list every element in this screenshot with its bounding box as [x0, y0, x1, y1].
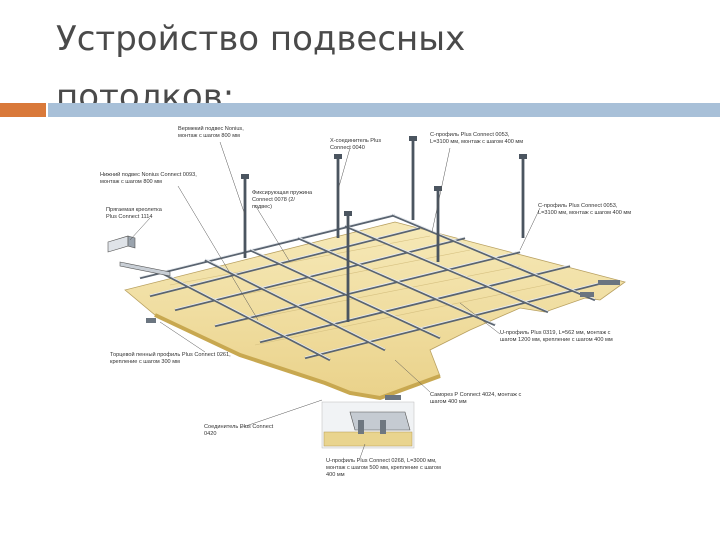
title-line-1: Устройство подвесных — [56, 19, 466, 59]
label-connector-2: 0420 — [204, 431, 216, 437]
label-connector: Соединитель Plus Connect — [204, 424, 274, 430]
label-upper-hanger-2: монтаж с шагом 800 мм — [178, 133, 240, 139]
label-u-profile-right: U-профиль Plus 0319, L=562 мм, монтаж с — [500, 330, 611, 336]
label-c-profile-right-2: L=3100 мм, монтаж с шагом 400 мм — [538, 210, 631, 216]
accent-bar-blue — [48, 103, 720, 117]
label-u-profile-bottom: U-профиль Plus Connect 0268, L=3000 мм, — [326, 458, 437, 464]
label-edge-profile: Торцевой пенный профиль Plus Connect 026… — [110, 351, 231, 358]
label-spring: Фиксирующая пружина — [252, 190, 313, 196]
label-bracket: Прягаемая креолетка — [106, 207, 163, 213]
leader-lines — [129, 141, 541, 459]
label-x-connector: X-соединитель Plus — [330, 138, 381, 144]
bracket-component — [107, 235, 171, 277]
label-u-profile-right-2: шагом 1200 мм, крепление с шагом 400 мм — [500, 337, 613, 343]
profile-ends — [146, 280, 620, 400]
label-x-connector-2: Connect 0040 — [330, 145, 365, 151]
label-c-profile-top: C-профиль Plus Connect 0053, — [430, 132, 510, 138]
label-spring-3: подвес) — [252, 204, 272, 210]
label-edge-profile-2: крепление с шагом 300 мм — [110, 359, 180, 365]
profile-grid-b — [159, 213, 596, 362]
hanging-rods — [243, 140, 525, 322]
label-u-profile-bottom-3: 400 мм — [326, 472, 345, 478]
label-bracket-2: Plus Connect 1114 — [106, 214, 152, 220]
label-lower-hanger-2: монтаж с шагом 800 мм — [100, 179, 162, 185]
label-lower-hanger: Нижний подвес Nonius Connect 0093, — [100, 171, 197, 178]
ceiling-diagram: Вермекий подвес Nonius, монтаж с шагом 8… — [100, 125, 631, 478]
label-spring-2: Connect 0078 (2/ — [252, 197, 295, 203]
label-screw: Саморез P Connect 4024, монтаж с — [430, 392, 521, 398]
label-c-profile-top-2: L=3100 мм, монтаж с шагом 400 мм — [430, 139, 523, 145]
detail-inset — [321, 401, 415, 449]
label-u-profile-bottom-2: монтаж с шагом 500 мм, крепление с шагом — [326, 465, 441, 471]
label-screw-2: шагом 400 мм — [430, 399, 467, 405]
label-upper-hanger: Вермекий подвес Nonius, — [178, 125, 244, 132]
label-c-profile-right: C-профиль Plus Connect 0053, — [538, 203, 618, 209]
accent-bar-orange — [0, 103, 46, 117]
slide-title: Устройство подвесных потолков: — [56, 10, 676, 126]
ceiling-board — [124, 221, 626, 399]
